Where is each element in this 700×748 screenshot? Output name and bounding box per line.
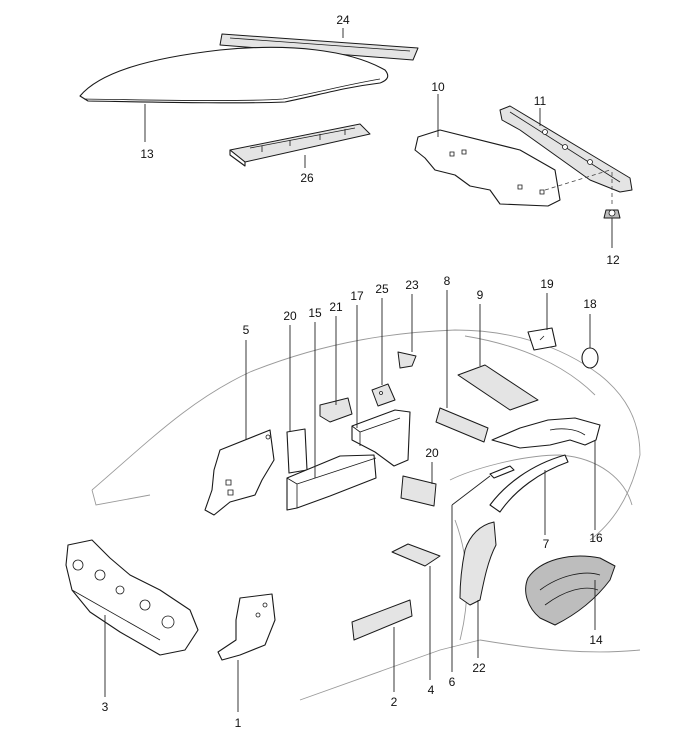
callout-19: 19	[540, 277, 554, 291]
callout-14: 14	[589, 633, 603, 647]
part-25-plate	[371, 383, 396, 407]
callout-10: 10	[431, 80, 445, 94]
part-24-roof-strip	[219, 33, 419, 61]
callout-12: 12	[606, 253, 620, 267]
car-body-outline	[91, 329, 641, 701]
callout-6: 6	[449, 675, 456, 689]
part-18-round-plug	[581, 347, 599, 369]
callout-17: 17	[350, 289, 364, 303]
part-20-pad-left	[286, 428, 308, 474]
callout-4: 4	[428, 683, 435, 697]
part-13-roof-liner	[79, 46, 389, 104]
callout-24: 24	[336, 13, 350, 27]
part-7-arch-liner	[489, 454, 569, 513]
callout-13: 13	[140, 147, 154, 161]
callout-25: 25	[375, 282, 389, 296]
callout-9: 9	[477, 288, 484, 302]
part-4-pad	[391, 543, 441, 567]
part-11-crossmember-trim	[499, 105, 633, 193]
part-14-wheel-arch-liner	[525, 555, 616, 626]
part-20-pad-right	[400, 475, 437, 507]
callout-8: 8	[444, 274, 451, 288]
part-19-small-plate	[527, 327, 557, 351]
callout-23: 23	[405, 278, 419, 292]
callout-26: 26	[300, 171, 314, 185]
part-3-bulkhead-insulation	[65, 539, 199, 656]
callout-22: 22	[472, 661, 486, 675]
part-8-pad	[435, 407, 489, 443]
callout-20-right: 20	[425, 446, 439, 460]
callout-5: 5	[243, 323, 250, 337]
callout-2: 2	[391, 695, 398, 709]
part-21-small-block	[319, 397, 353, 423]
callout-11: 11	[534, 94, 547, 108]
part-22-arch-panel	[459, 521, 497, 606]
part-10-rear-panel	[414, 129, 561, 207]
part-2-long-pad	[351, 599, 413, 641]
part-1-bracket-insulation	[217, 593, 276, 661]
callout-15: 15	[308, 306, 322, 320]
part-23-bracket	[397, 351, 417, 369]
part-9-shelf-pad	[457, 364, 539, 411]
callout-3: 3	[102, 700, 109, 714]
part-16-arch-upper	[491, 417, 601, 449]
callout-18: 18	[583, 297, 597, 311]
callout-16: 16	[589, 531, 603, 545]
part-5-side-panel	[204, 429, 275, 516]
part-6-small-strip	[489, 465, 515, 479]
part-12-clip	[603, 209, 621, 219]
callout-7: 7	[543, 537, 550, 551]
part-15-foam-block	[286, 454, 377, 511]
callout-1: 1	[235, 716, 242, 730]
leader-lines	[104, 28, 613, 712]
part-17-foam-wedge	[351, 409, 411, 467]
assembly-line	[544, 169, 613, 205]
callout-labels: 24 13 26 10 11 12 5 20 15 21 17 25 23 8 …	[102, 13, 620, 730]
callout-21: 21	[329, 300, 343, 314]
callout-20-left: 20	[283, 309, 297, 323]
part-26-tray	[229, 123, 371, 167]
